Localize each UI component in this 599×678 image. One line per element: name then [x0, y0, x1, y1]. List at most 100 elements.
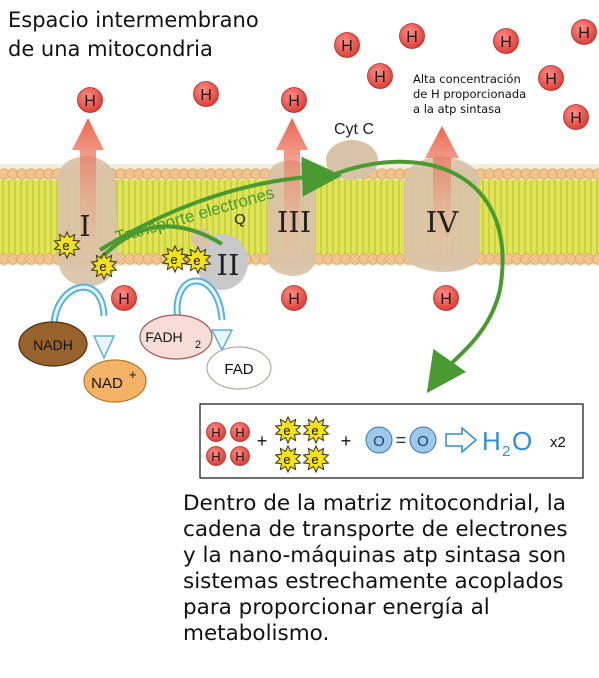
electron-label: e — [99, 259, 106, 274]
electron: e- — [302, 415, 330, 445]
fad-label: FAD — [224, 361, 253, 378]
electron-transport-arrow — [92, 156, 505, 394]
proton: H — [281, 285, 307, 311]
nad-label: NAD — [91, 375, 123, 392]
electron: e- — [161, 244, 189, 274]
oxygen-1: O — [373, 433, 385, 450]
electron-charge: - — [109, 256, 112, 266]
water-h: H — [482, 426, 501, 456]
electron: e- — [302, 444, 330, 474]
proton-label: H — [200, 87, 212, 104]
fadh-subscript: 2 — [195, 339, 201, 351]
water-formula: H — [482, 426, 501, 456]
proton-label: H — [211, 425, 220, 440]
complex-i-label: I — [79, 209, 90, 243]
electron-label: e — [62, 238, 69, 253]
reaction-proton: H — [206, 446, 226, 466]
proton: H — [563, 104, 589, 130]
proton-label: H — [374, 69, 386, 86]
proton: H — [399, 23, 425, 49]
reaction-arrow — [445, 426, 478, 454]
caption-line-5: para proporcionar energía al — [183, 595, 490, 620]
proton: H — [493, 28, 519, 54]
proton-label: H — [288, 291, 300, 308]
caption-line-1: Dentro de la matriz mitocondrial, la — [183, 491, 566, 516]
cyt-c-label: Cyt C — [334, 121, 374, 138]
title-line-2: de una mitocondria — [8, 37, 213, 61]
reaction-proton: H — [206, 422, 226, 442]
electron-charge: - — [72, 235, 75, 245]
electron: e- — [184, 245, 212, 275]
water-o: O — [512, 426, 532, 456]
reaction-proton: H — [230, 422, 250, 442]
membrane-electrons: e-e-e-e- — [53, 230, 212, 281]
lipid-head — [592, 168, 599, 180]
high-concentration-note: Alta concentración de H proporcionada a … — [413, 72, 526, 117]
proton-label: H — [288, 93, 300, 110]
electron-charge: - — [203, 250, 206, 260]
fadh2-group: FADH 2 FAD — [139, 277, 272, 390]
page-title: Espacio intermembrano de una mitocondria — [8, 6, 259, 64]
note-line-2: de H proporcionada — [413, 87, 527, 101]
nad-superscript: + — [129, 367, 137, 382]
proton: H — [334, 32, 360, 58]
proton-label: H — [578, 25, 590, 42]
fadh-label: FADH — [145, 329, 182, 345]
proton-label: H — [545, 71, 557, 88]
title-line-1: Espacio intermembrano — [8, 8, 259, 32]
caption-line-3: y la nano-máquinas atp sintasa son — [183, 543, 567, 568]
proton-label: H — [500, 34, 512, 51]
proton-label: H — [235, 449, 244, 464]
note-line-3: a la atp sintasa — [413, 102, 502, 116]
proton-label: H — [235, 425, 244, 440]
reaction-proton: H — [230, 446, 250, 466]
nadh-group: NADH NAD + — [18, 283, 147, 403]
proton-label: H — [84, 93, 96, 110]
proton-label: H — [211, 449, 220, 464]
oxygen-bond: = — [396, 430, 407, 450]
complex-iii-label: III — [277, 205, 311, 239]
proton-label: H — [341, 38, 353, 55]
caption-line-2: cadena de transporte de electrones — [183, 517, 568, 542]
electron-charge: - — [293, 449, 296, 459]
electron-charge: - — [321, 449, 324, 459]
proton: H — [538, 65, 564, 91]
reaction-plus-1: + — [257, 431, 268, 451]
protons: H H H H H H H H H H H H H — [77, 19, 597, 311]
nad-label-text: NAD — [91, 375, 123, 392]
water-subscript: 2 — [502, 443, 510, 460]
electron: e- — [274, 444, 302, 474]
electron: e- — [90, 251, 118, 281]
proton: H — [193, 81, 219, 107]
caption-line-4: sistemas estrechamente acoplados — [183, 569, 564, 594]
electron-charge: - — [293, 420, 296, 430]
complex-iv-label: IV — [426, 205, 459, 239]
electron-label: e — [311, 452, 318, 467]
caption-line-6: metabolismo. — [183, 621, 330, 646]
proton-label: H — [440, 291, 452, 308]
electron: e- — [53, 230, 81, 260]
proton-label: H — [570, 110, 582, 127]
electron: e- — [274, 415, 302, 445]
proton: H — [111, 285, 137, 311]
oxygen-2: O — [417, 433, 429, 450]
proton-label: H — [118, 291, 130, 308]
caption: Dentro de la matriz mitocondrial, la cad… — [183, 491, 595, 647]
electron-charge: - — [180, 249, 183, 259]
electron-charge: - — [321, 420, 324, 430]
reaction-electrons: e-e-e-e- — [274, 415, 330, 474]
electron-label: e — [193, 253, 200, 268]
proton: H — [281, 87, 307, 113]
electron-label: e — [170, 252, 177, 267]
proton: H — [77, 87, 103, 113]
complex-ii-label: II — [217, 248, 240, 282]
electron-label: e — [283, 423, 290, 438]
proton-label: H — [406, 29, 418, 46]
reaction-multiplier: x2 — [550, 434, 566, 451]
proton: H — [571, 19, 597, 45]
proton-pump-arrows — [72, 118, 459, 258]
reaction-plus-2: + — [341, 431, 352, 451]
